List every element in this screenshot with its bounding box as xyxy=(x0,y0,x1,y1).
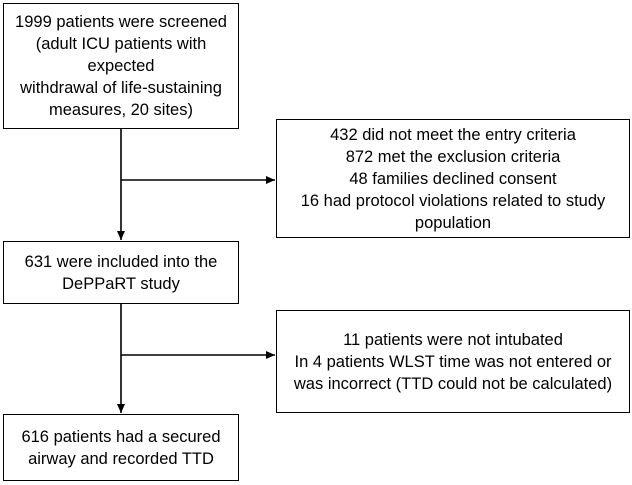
removed-line-2: In 4 patients WLST time was not entered … xyxy=(294,352,612,371)
excluded-line-3: 48 families declined consent xyxy=(349,169,557,188)
excluded-line-1: 432 did not meet the entry criteria xyxy=(330,125,576,144)
screened-line-5: measures, 20 sites) xyxy=(49,101,193,119)
screened-line-2: (adult ICU patients with xyxy=(35,35,207,53)
final-line-2: airway and recorded TTD xyxy=(28,449,214,468)
final-box: 616 patients had a secured airway and re… xyxy=(3,414,239,481)
excluded-line-2: 872 met the exclusion criteria xyxy=(345,147,561,166)
screened-line-3: expected xyxy=(87,57,155,75)
included-line-2: DePPaRT study xyxy=(62,274,180,293)
excluded-box: 432 did not meet the entry criteria 872 … xyxy=(276,119,630,238)
final-line-1: 616 patients had a secured xyxy=(21,427,221,446)
excluded-line-5: population xyxy=(414,213,492,232)
screened-line-4: withdrawal of life-sustaining xyxy=(20,79,222,97)
removed-line-1: 11 patients were not intubated xyxy=(343,330,563,349)
included-box: 631 were included into the DePPaRT study xyxy=(3,241,239,304)
screened-box: 1999 patients were screened (adult ICU p… xyxy=(3,3,239,129)
excluded-line-4: 16 had protocol violations related to st… xyxy=(300,191,606,210)
included-line-1: 631 were included into the xyxy=(24,252,218,271)
removed-line-3: was incorrect (TTD could not be calculat… xyxy=(293,374,613,393)
screened-line-1: 1999 patients were screened xyxy=(15,13,227,31)
removed-box: 11 patients were not intubated In 4 pati… xyxy=(276,310,630,413)
